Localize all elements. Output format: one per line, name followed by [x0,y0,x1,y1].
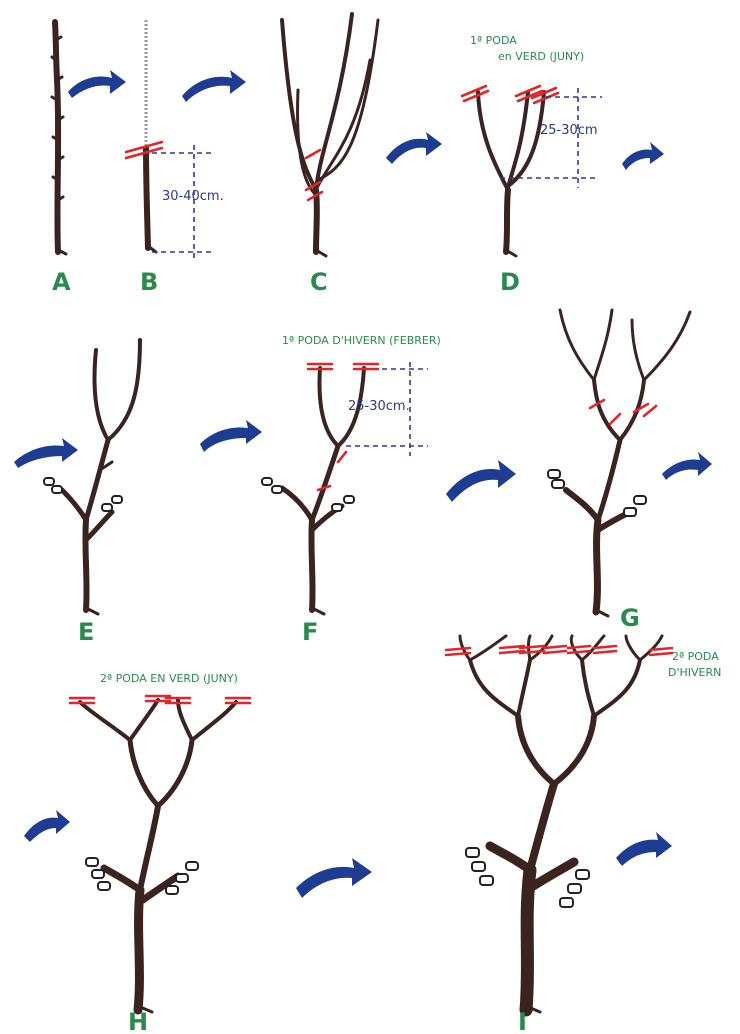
arrow-icon [386,132,442,164]
measure-b: 30-40cm. [162,189,224,204]
arrow-icon [662,452,712,480]
stage-a-plant [52,22,66,254]
note-i-line2: D'HIVERN [668,666,721,679]
stage-label-h: H [128,1008,148,1034]
stage-h-plant [70,696,250,1012]
measure-f: 25-30cm. [348,399,410,414]
arrow-icon [182,70,246,102]
stage-label-b: B [140,268,158,296]
arrow-icon [68,70,126,98]
arrow-icon [622,142,664,170]
note-d-line1: 1ª PODA [470,34,517,47]
arrow-icon [24,810,70,842]
note-f: 1ª PODA D'HIVERN (FEBRER) [282,334,441,347]
stage-label-a: A [52,268,71,296]
arrow-icon [296,858,372,898]
stage-label-i: I [518,1008,527,1034]
stage-d-plant [462,86,602,256]
stage-label-d: D [500,268,520,296]
arrow-icon [14,438,78,468]
stage-e-plant [44,340,140,614]
stage-g-plant [548,310,690,616]
measure-d: 25-30cm [540,123,598,138]
stage-label-f: F [302,618,318,646]
arrow-icon [200,420,262,452]
stage-label-g: G [620,604,640,632]
note-d-line2: en VERD (JUNY) [498,50,584,63]
note-h: 2ª PODA EN VERD (JUNY) [100,672,238,685]
stage-label-c: C [310,268,328,296]
stage-label-e: E [78,618,94,646]
arrow-icon [446,460,516,502]
arrow-icon [616,832,672,866]
stage-b-plant [126,20,215,258]
note-i-line1: 2ª PODA [672,650,719,663]
stage-c-plant [282,14,378,256]
stage-i-plant [446,636,672,1012]
